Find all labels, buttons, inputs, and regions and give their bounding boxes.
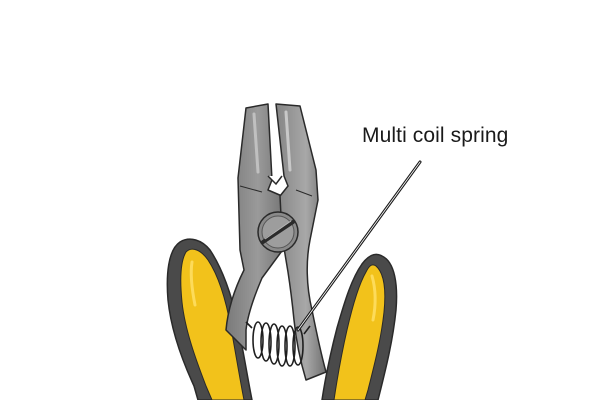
pivot-screw [257,211,299,253]
callout-label: Multi coil spring [362,124,509,147]
coil-spring [245,321,311,367]
callout-leader-line [296,160,422,332]
right-handle [321,253,398,400]
right-jaw [239,103,327,381]
left-handle [166,238,253,400]
